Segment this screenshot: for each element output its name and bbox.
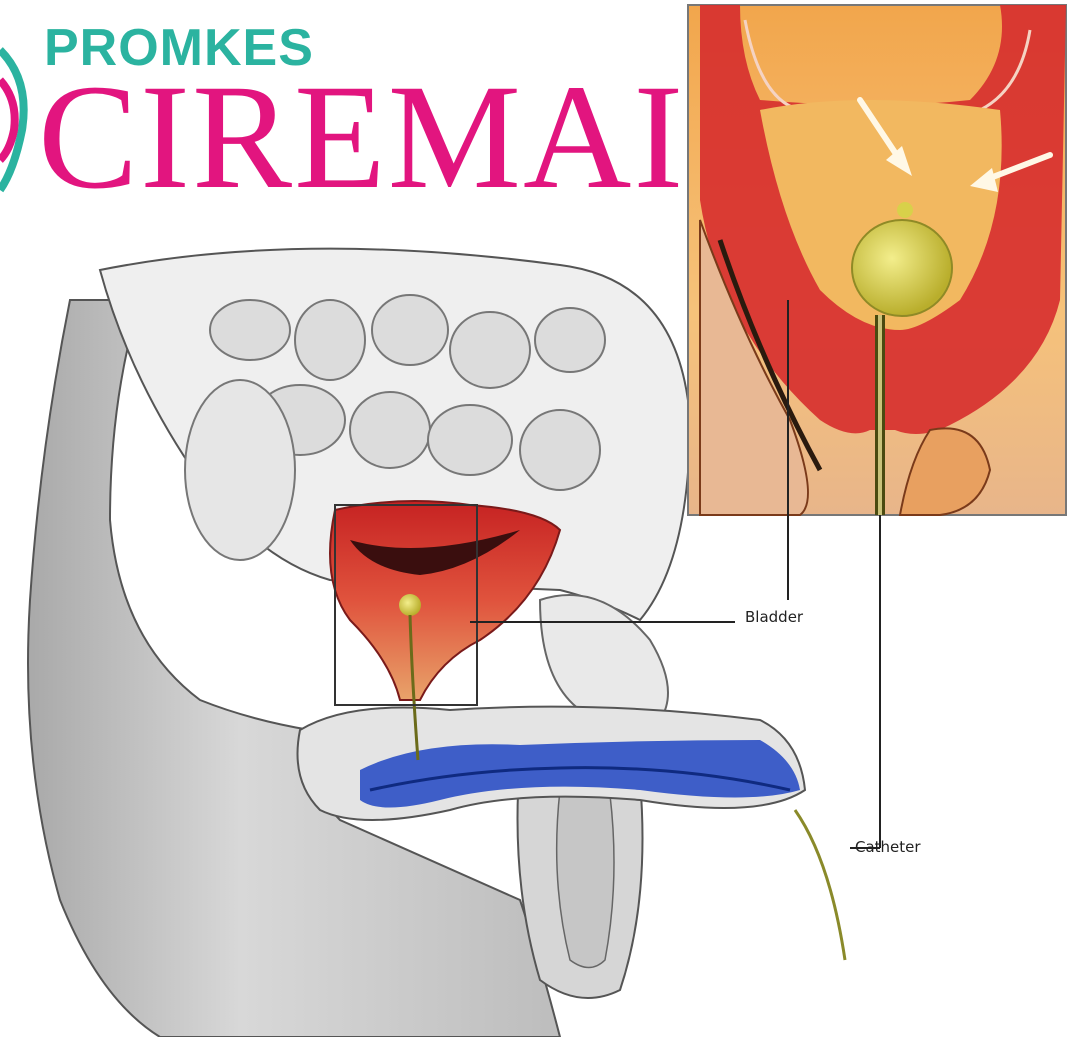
catheter-tube bbox=[795, 810, 845, 960]
bladder-label: Bladder bbox=[745, 608, 803, 626]
catheter-label: Catheter bbox=[855, 838, 921, 856]
body-silhouette bbox=[28, 249, 690, 1037]
inset-zoom-view bbox=[688, 5, 1066, 515]
